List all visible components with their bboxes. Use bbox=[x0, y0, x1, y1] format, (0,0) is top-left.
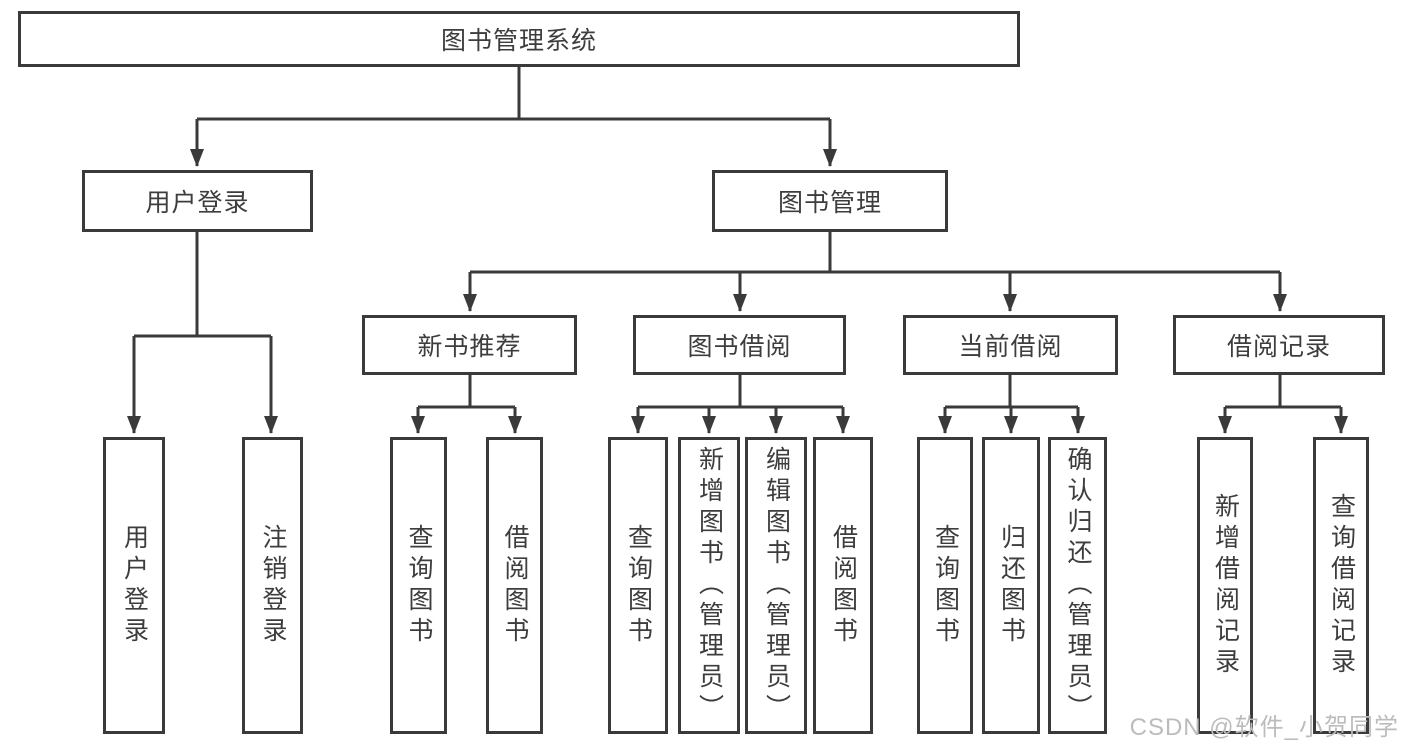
node-borrowing-records: 借阅记录 bbox=[1173, 315, 1385, 375]
node-label: 新增图书（管理员） bbox=[695, 446, 724, 725]
node-label: 用户登录 bbox=[145, 189, 250, 217]
node-label: 确认归还（管理员） bbox=[1064, 446, 1092, 725]
leaf-node-query-books-current: 查询图书 bbox=[917, 437, 973, 734]
node-label: 归还图书 bbox=[997, 523, 1026, 648]
leaf-node-query-books-borrowing: 查询图书 bbox=[608, 437, 668, 734]
node-label: 图书管理系统 bbox=[440, 27, 597, 55]
leaf-node-query-borrow-record: 查询借阅记录 bbox=[1313, 437, 1369, 734]
node-library-management-system: 图书管理系统 bbox=[18, 11, 1020, 67]
node-new-book-recommendation: 新书推荐 bbox=[362, 315, 577, 375]
node-label: 当前借阅 bbox=[958, 333, 1063, 361]
leaf-node-borrow-books-borrowing: 借阅图书 bbox=[813, 437, 873, 734]
node-label: 图书管理 bbox=[777, 189, 882, 217]
node-label: 查询图书 bbox=[405, 523, 433, 648]
node-label: 查询图书 bbox=[624, 523, 653, 648]
node-label: 用户登录 bbox=[120, 523, 149, 648]
leaf-node-user-login: 用户登录 bbox=[103, 437, 165, 734]
leaf-node-add-borrow-record: 新增借阅记录 bbox=[1197, 437, 1253, 734]
node-user-login: 用户登录 bbox=[82, 170, 313, 232]
node-label: 编辑图书（管理员） bbox=[762, 446, 791, 725]
node-label: 图书借阅 bbox=[687, 333, 792, 361]
node-current-borrowing: 当前借阅 bbox=[903, 315, 1118, 375]
leaf-node-add-books-admin: 新增图书（管理员） bbox=[678, 437, 740, 734]
connector-group-book-borrowing bbox=[631, 375, 850, 434]
leaf-node-logout: 注销登录 bbox=[242, 437, 303, 734]
leaf-node-edit-books-admin: 编辑图书（管理员） bbox=[745, 437, 807, 734]
leaf-node-return-books: 归还图书 bbox=[982, 437, 1040, 734]
node-label: 新增借阅记录 bbox=[1211, 492, 1240, 679]
node-label: 借阅图书 bbox=[829, 523, 858, 648]
connector-group-user-login bbox=[127, 232, 278, 434]
node-label: 查询图书 bbox=[931, 523, 960, 648]
connector-group-book-management bbox=[463, 232, 1287, 312]
connector-group-new-book-recommendation bbox=[411, 375, 522, 434]
connector-group-borrowing-records bbox=[1218, 375, 1348, 434]
leaf-node-confirm-return-admin: 确认归还（管理员） bbox=[1048, 437, 1107, 734]
node-label: 借阅图书 bbox=[501, 523, 529, 648]
node-book-management: 图书管理 bbox=[712, 170, 948, 232]
connector-group-root bbox=[190, 67, 837, 167]
node-book-borrowing: 图书借阅 bbox=[633, 315, 846, 375]
node-label: 借阅记录 bbox=[1226, 333, 1331, 361]
leaf-node-query-books-recommend: 查询图书 bbox=[390, 437, 447, 734]
node-label: 查询借阅记录 bbox=[1327, 492, 1356, 679]
leaf-node-borrow-books-recommend: 借阅图书 bbox=[486, 437, 543, 734]
csdn-watermark: CSDN @软件_小贺同学 bbox=[1129, 714, 1399, 741]
node-label: 新书推荐 bbox=[417, 333, 522, 361]
connector-group-current-borrowing bbox=[938, 375, 1085, 434]
node-label: 注销登录 bbox=[259, 523, 287, 648]
